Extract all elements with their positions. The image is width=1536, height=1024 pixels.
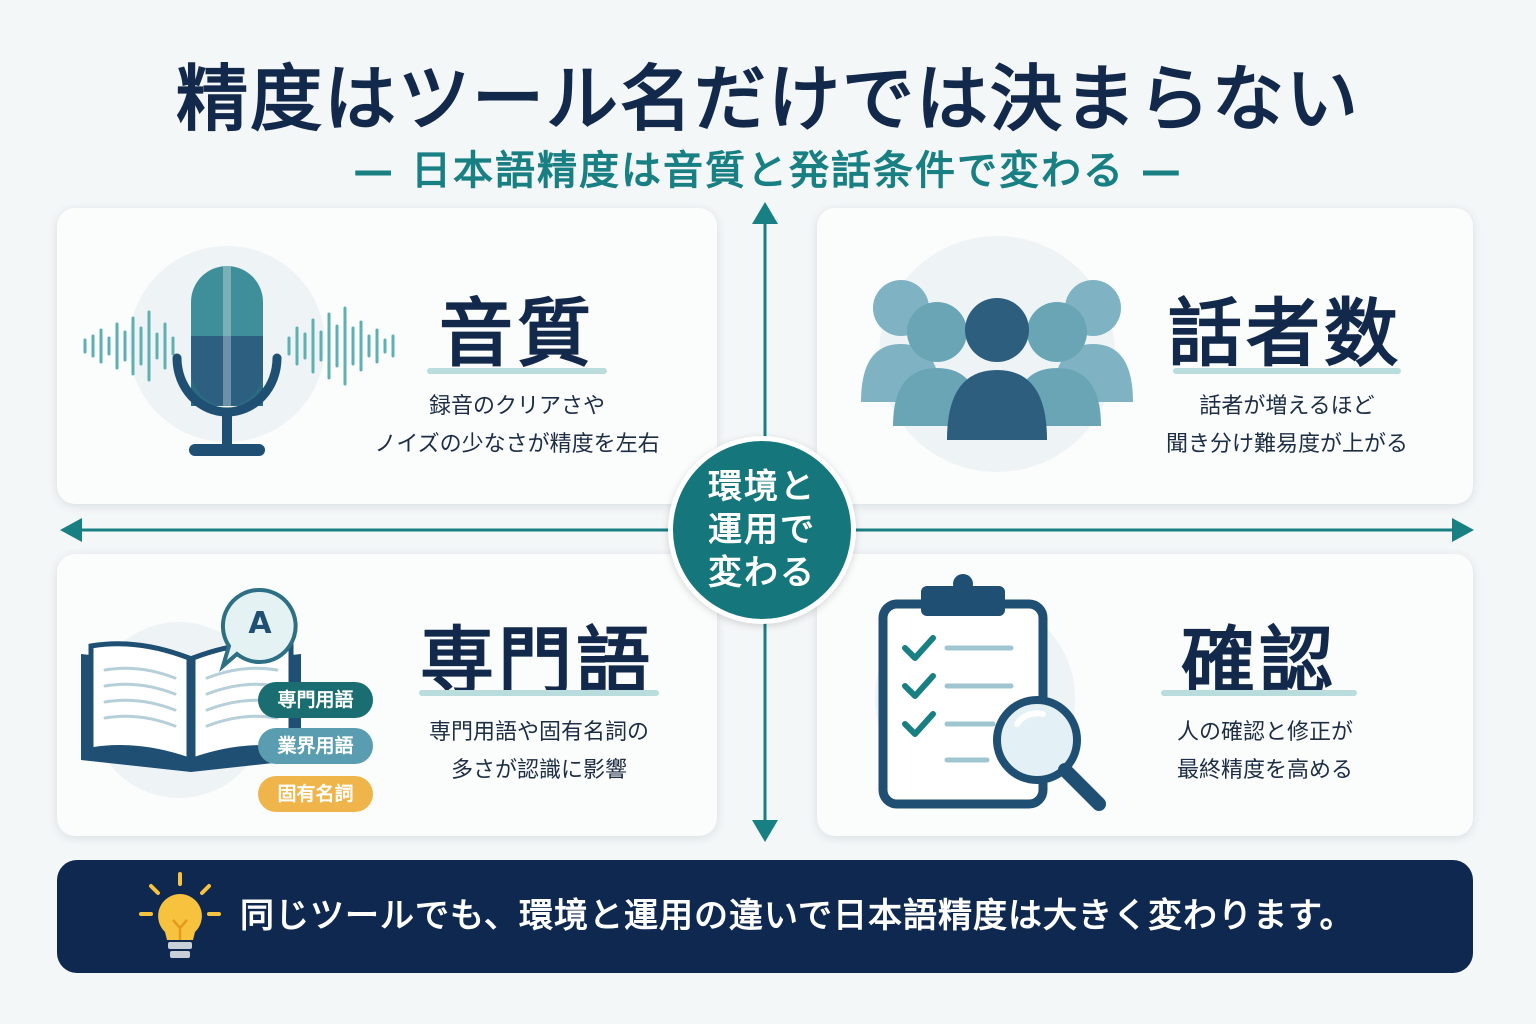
clipboard-magnifier-icon: [875, 574, 1106, 811]
card-technical-terms: A 専門用語 業界用語 固有名詞 専門語 専門用語や固有名詞の 多さが認識に影響: [57, 554, 717, 836]
title-underline: [427, 368, 607, 374]
description-line: 話者が増えるほど: [1199, 394, 1375, 419]
bubble-letter: A: [248, 606, 272, 641]
title-underline: [1161, 690, 1357, 696]
title-underline: [419, 690, 659, 696]
card-human-review: 確認 人の確認と修正が 最終精度を高める: [817, 554, 1473, 836]
center-line: 運用で: [708, 509, 816, 550]
center-line: 変わる: [708, 552, 816, 593]
tag-proper-noun: 固有名詞: [258, 776, 373, 812]
speech-bubble-icon: [219, 587, 298, 672]
card-title: 話者数: [1168, 291, 1402, 377]
card-description: 録音のクリアさや ノイズの少なさが精度を左右: [357, 388, 677, 464]
people-icon: [861, 236, 1133, 472]
description-line: 聞き分け難易度が上がる: [1165, 432, 1408, 457]
card-description: 専門用語や固有名詞の 多さが認識に影響: [379, 714, 699, 790]
summary-text: 同じツールでも、環境と運用の違いで日本語精度は大きく変わります。: [240, 896, 1355, 936]
lightbulb-icon: [139, 872, 221, 958]
title-underline: [1173, 368, 1401, 374]
book-icon: [81, 622, 301, 798]
page-subtitle: — 日本語精度は音質と発話条件で変わる —: [353, 148, 1183, 194]
description-line: ノイズの少なさが精度を左右: [374, 432, 660, 457]
microphone-icon: [83, 246, 395, 456]
description-line: 人の確認と修正が: [1176, 720, 1353, 745]
description-line: 多さが認識に影響: [450, 758, 627, 783]
page-title: 精度はツール名だけでは決まらない: [175, 57, 1360, 141]
center-line: 環境と: [708, 466, 816, 507]
description-line: 最終精度を高める: [1176, 758, 1353, 783]
card-speaker-count: 話者数 話者が増えるほど 聞き分け難易度が上がる: [817, 208, 1473, 504]
tag-industry-term: 業界用語: [258, 728, 373, 764]
summary-banner: 同じツールでも、環境と運用の違いで日本語精度は大きく変わります。: [57, 860, 1473, 973]
card-description: 人の確認と修正が 最終精度を高める: [1105, 714, 1425, 790]
description-line: 録音のクリアさや: [428, 394, 605, 419]
tag-technical-term: 専門用語: [258, 682, 373, 718]
card-audio-quality: 音質 録音のクリアさや ノイズの少なさが精度を左右: [57, 208, 717, 504]
description-line: 専門用語や固有名詞の: [428, 720, 649, 745]
card-description: 話者が増えるほど 聞き分け難易度が上がる: [1127, 388, 1447, 464]
center-badge: 環境と 運用で 変わる: [668, 436, 856, 624]
card-title: 音質: [439, 291, 595, 377]
